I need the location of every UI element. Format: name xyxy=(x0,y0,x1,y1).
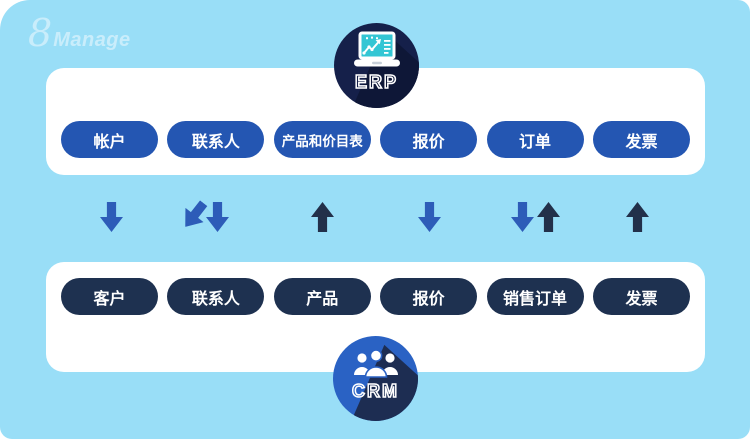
crm-item-invoice: 发票 xyxy=(592,278,690,315)
erp-item-products-pricelist: 产品和价目表 xyxy=(273,121,371,158)
laptop-chart-icon xyxy=(353,31,401,73)
crm-label: CRM xyxy=(351,380,399,401)
erp-item-order: 订单 xyxy=(486,121,584,158)
sync-down-arrow-icon xyxy=(206,202,229,232)
sync-up-arrow-icon xyxy=(311,202,334,232)
crm-item-sales-order: 销售订单 xyxy=(486,278,584,315)
sync-up-arrow-icon xyxy=(626,202,649,232)
sync-down-arrow-icon xyxy=(511,202,534,232)
crm-item-product: 产品 xyxy=(273,278,371,315)
8manage-logo: 8 Manage xyxy=(28,14,131,52)
crm-badge: CRM xyxy=(333,336,418,421)
erp-label: ERP xyxy=(354,71,398,92)
sync-down-arrow-icon xyxy=(418,202,441,232)
erp-badge-circle: ERP xyxy=(334,23,419,108)
erp-item-invoice: 发票 xyxy=(592,121,690,158)
logo-numeral: 8 xyxy=(28,11,53,55)
erp-badge: ERP xyxy=(334,23,419,108)
sync-down-arrow-icon xyxy=(100,202,123,232)
erp-item-contacts: 联系人 xyxy=(167,121,265,158)
crm-badge-circle: CRM xyxy=(333,336,418,421)
sync-down-tilted-arrow-icon xyxy=(176,196,213,234)
crm-item-contacts: 联系人 xyxy=(167,278,265,315)
crm-item-quote: 报价 xyxy=(380,278,478,315)
erp-item-accounts: 帐户 xyxy=(61,121,158,158)
erp-item-quote: 报价 xyxy=(380,121,478,158)
sync-up-arrow-icon xyxy=(537,202,560,232)
people-icon xyxy=(352,349,400,383)
logo-wordmark: Manage xyxy=(53,29,131,51)
crm-item-customer: 客户 xyxy=(61,278,158,315)
